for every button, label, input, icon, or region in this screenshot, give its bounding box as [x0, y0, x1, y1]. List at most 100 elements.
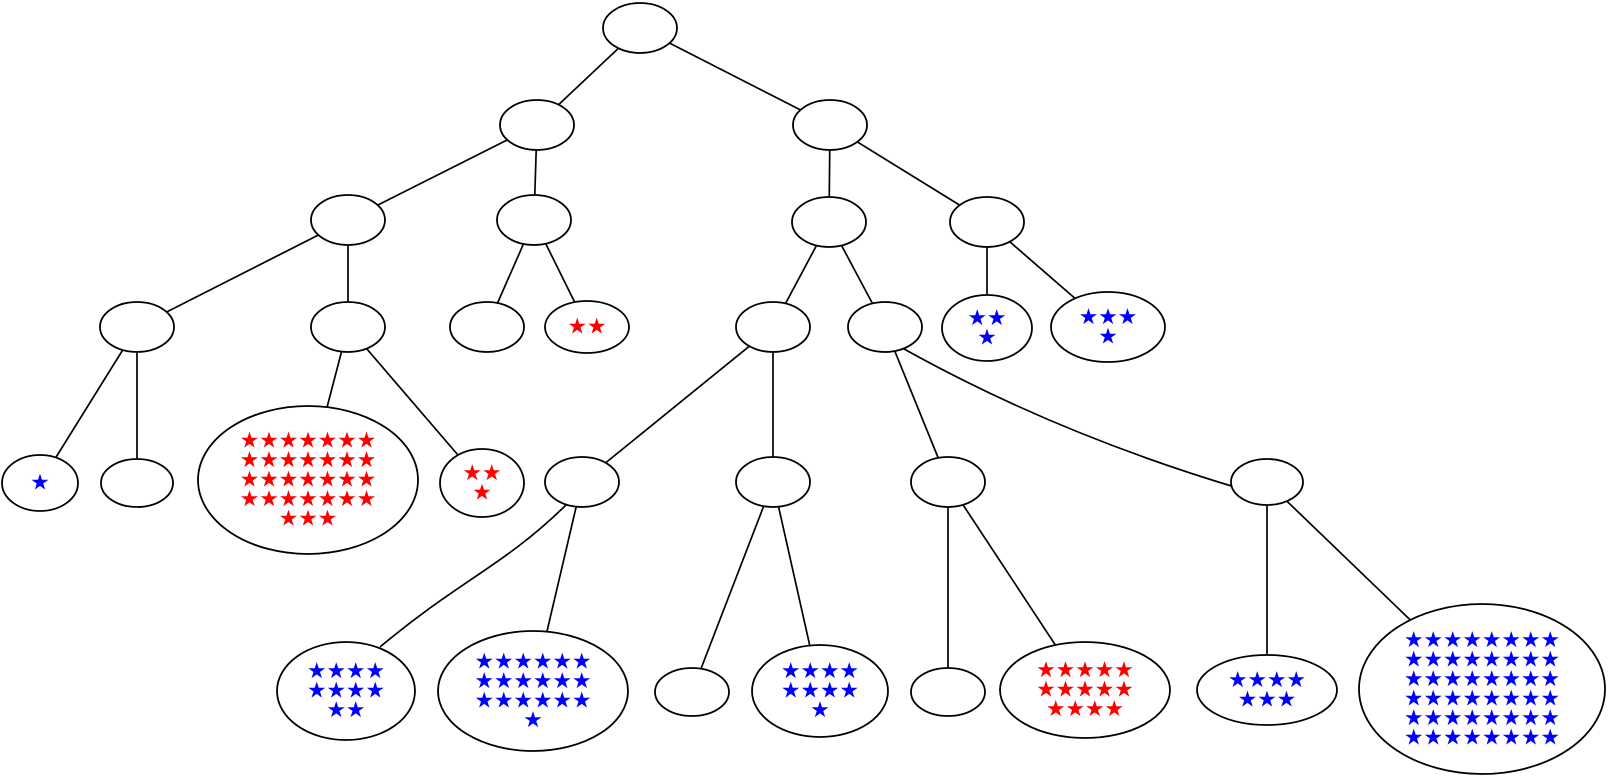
star-icon: ★	[1443, 725, 1463, 750]
star-icon: ★	[572, 688, 592, 713]
node-ellipse-leaf-blue-19	[437, 630, 629, 752]
tree-node-leaf-blue-1: ★	[1, 454, 79, 512]
star-icon: ★	[1482, 706, 1502, 731]
node-ellipse-leaf-blue-10	[276, 641, 416, 741]
star-icon: ★	[279, 429, 299, 454]
star-icon: ★	[482, 461, 502, 486]
star-icon: ★	[820, 659, 840, 684]
star-icon: ★	[337, 468, 357, 493]
tree-node-l3-a	[310, 194, 386, 246]
star-icon: ★	[298, 507, 318, 532]
star-icon: ★	[800, 659, 820, 684]
star-icon: ★	[240, 429, 260, 454]
star-icon: ★	[357, 487, 377, 512]
star-icon: ★	[298, 448, 318, 473]
star-icon: ★	[1095, 678, 1115, 703]
tree-node-leaf-blue-19: ★★★★★★★★★★★★★★★★★★★	[437, 630, 629, 752]
node-ellipse-leaf-blue-1	[1, 454, 79, 512]
star-icon: ★	[318, 468, 338, 493]
node-ellipse-l3-b	[496, 194, 572, 246]
node-ellipse-l5-d	[1230, 458, 1304, 506]
star-icon: ★	[318, 448, 338, 473]
star-icon: ★	[1521, 706, 1541, 731]
star-icon: ★	[474, 688, 494, 713]
star-icon: ★	[1482, 628, 1502, 653]
node-ellipse-leaf-blank-2	[100, 458, 174, 508]
star-icon: ★	[1277, 687, 1297, 712]
star-icon: ★	[494, 649, 514, 674]
tree-edge-l5-b--leaf-blank-3	[691, 481, 774, 693]
star-icon: ★	[513, 669, 533, 694]
star-icon: ★	[533, 649, 553, 674]
star-icon: ★	[1540, 725, 1560, 750]
star-icon: ★	[513, 688, 533, 713]
star-icon: ★	[1462, 725, 1482, 750]
star-icon: ★	[552, 669, 572, 694]
node-ellipse-l4-c1	[735, 301, 811, 353]
star-icon: ★	[1404, 647, 1424, 672]
node-ellipse-l2-left	[499, 99, 575, 151]
node-ellipse-l4-c2	[847, 301, 923, 353]
tree-node-leaf-blank-2	[100, 458, 174, 508]
tree-node-leaf-blue-10: ★★★★★★★★★★	[276, 641, 416, 741]
star-icon: ★	[30, 471, 50, 496]
star-icon: ★	[279, 468, 299, 493]
star-icon: ★	[523, 708, 543, 733]
star-icon: ★	[318, 487, 338, 512]
star-icon: ★	[1104, 697, 1124, 722]
star-icon: ★	[587, 315, 607, 340]
star-icon: ★	[1443, 647, 1463, 672]
tree-node-l2-right	[792, 99, 868, 151]
star-icon: ★	[1521, 667, 1541, 692]
star-icon: ★	[1540, 706, 1560, 731]
star-icon: ★	[1423, 628, 1443, 653]
star-icon: ★	[839, 659, 859, 684]
star-icon: ★	[1257, 687, 1277, 712]
star-icon: ★	[1443, 628, 1463, 653]
star-icon: ★	[1238, 687, 1258, 712]
node-ellipse-leaf-blue-4	[1050, 291, 1166, 363]
star-icon: ★	[1267, 668, 1287, 693]
star-icon: ★	[298, 429, 318, 454]
star-icon: ★	[1075, 658, 1095, 683]
star-icon: ★	[552, 649, 572, 674]
star-icon: ★	[820, 679, 840, 704]
star-icon: ★	[1540, 628, 1560, 653]
tree-node-leaf-red-2: ★★	[544, 300, 630, 354]
star-icon: ★	[800, 679, 820, 704]
star-icon: ★	[977, 325, 997, 350]
star-icon: ★	[1443, 686, 1463, 711]
tree-node-l2-left	[499, 99, 575, 151]
star-icon: ★	[987, 306, 1007, 331]
node-ellipse-root	[602, 2, 678, 54]
star-icon: ★	[259, 429, 279, 454]
star-icon: ★	[1482, 686, 1502, 711]
star-icon: ★	[1404, 686, 1424, 711]
star-icon: ★	[1118, 305, 1138, 330]
star-icon: ★	[1462, 706, 1482, 731]
tree-node-leaf-blank-4	[910, 667, 986, 717]
star-icon: ★	[1521, 628, 1541, 653]
star-icon: ★	[307, 659, 327, 684]
star-icon: ★	[240, 487, 260, 512]
tree-node-l3-d	[949, 196, 1025, 248]
star-icon: ★	[240, 468, 260, 493]
node-ellipse-l5-b	[735, 456, 811, 508]
star-icon: ★	[1462, 628, 1482, 653]
star-icon: ★	[318, 507, 338, 532]
node-ellipse-leaf-blue-3	[941, 294, 1033, 362]
star-icon: ★	[1098, 324, 1118, 349]
star-icon: ★	[552, 688, 572, 713]
star-icon: ★	[533, 688, 553, 713]
star-icon: ★	[1404, 628, 1424, 653]
tree-node-leaf-red-14: ★★★★★★★★★★★★★★	[999, 641, 1171, 739]
node-ellipse-leaf-blank-3	[654, 667, 730, 717]
node-ellipse-l4-a1	[99, 301, 175, 353]
star-icon: ★	[337, 429, 357, 454]
node-ellipse-l3-d	[949, 196, 1025, 248]
star-icon: ★	[572, 669, 592, 694]
star-icon: ★	[259, 468, 279, 493]
node-ellipse-l3-a	[310, 194, 386, 246]
star-icon: ★	[357, 429, 377, 454]
